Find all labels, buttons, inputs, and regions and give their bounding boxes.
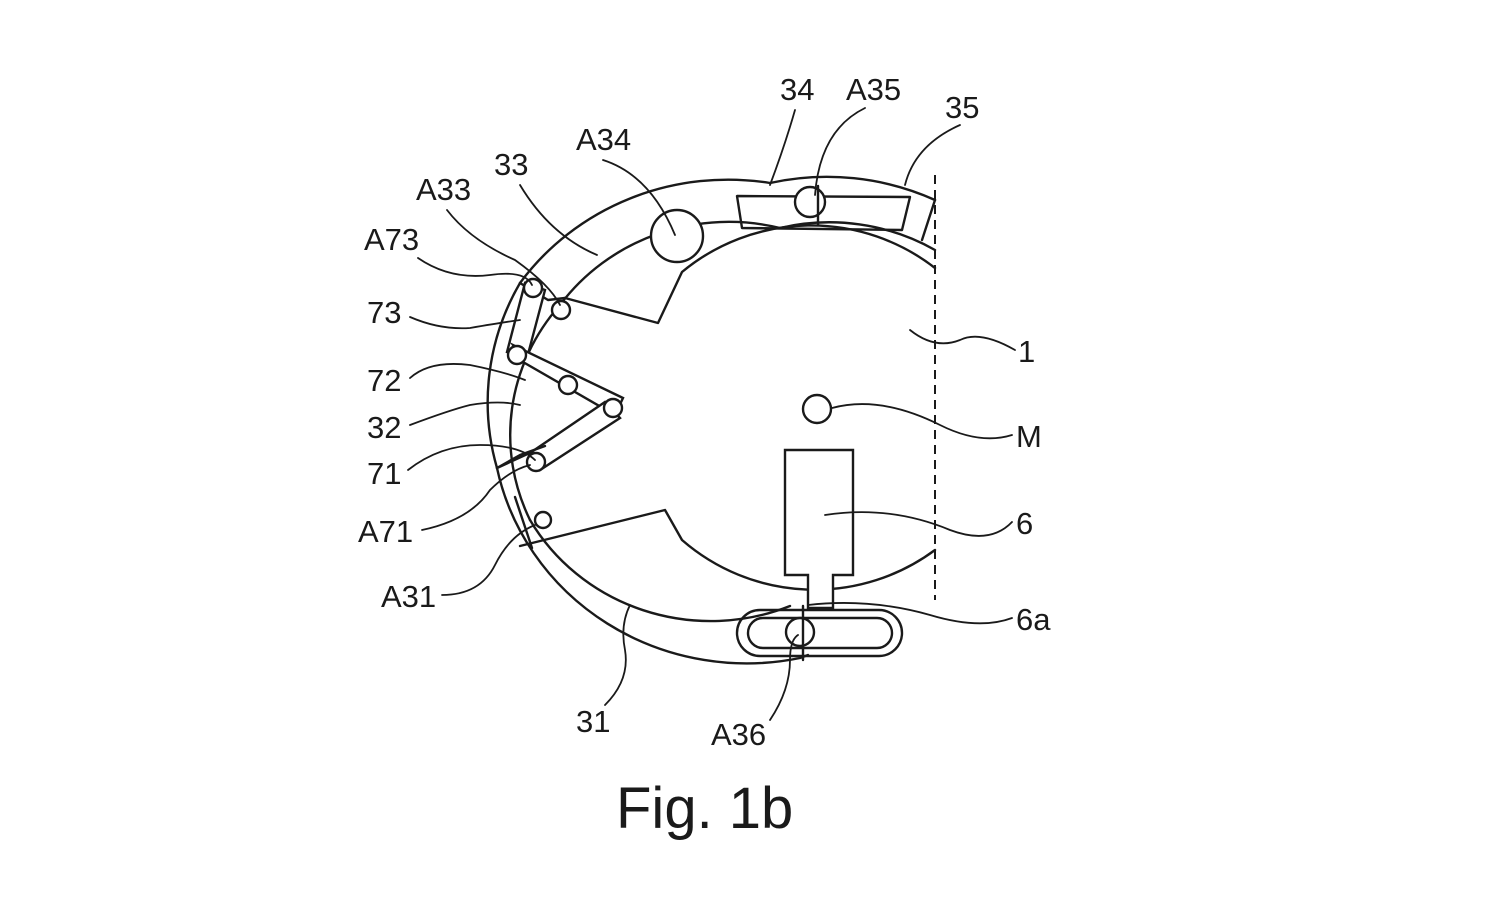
slot-A36-inner bbox=[746, 616, 894, 650]
pivot-A33 bbox=[550, 299, 572, 321]
label-A71: A71 bbox=[358, 514, 413, 549]
leader-A34 bbox=[602, 159, 676, 236]
leader-72 bbox=[409, 363, 526, 381]
slot-A36-outer bbox=[735, 608, 904, 658]
label-34: 34 bbox=[780, 72, 814, 107]
leader-1 bbox=[909, 329, 1016, 351]
label-A35: A35 bbox=[846, 72, 901, 107]
slot-34 bbox=[735, 194, 912, 232]
leader-6a bbox=[807, 602, 1013, 625]
label-32: 32 bbox=[367, 410, 401, 445]
figure-caption: Fig. 1b bbox=[616, 776, 793, 841]
label-35: 35 bbox=[945, 90, 979, 125]
center-M bbox=[801, 393, 833, 425]
leader-32 bbox=[409, 401, 521, 426]
ring-segment-35 bbox=[768, 175, 937, 252]
leader-71 bbox=[407, 444, 536, 471]
leader-A71 bbox=[421, 464, 531, 531]
leader-A73 bbox=[417, 257, 533, 286]
pivot-A31 bbox=[533, 510, 553, 530]
leader-A31 bbox=[441, 524, 536, 596]
pivot-73-72 bbox=[506, 344, 528, 366]
leader-33 bbox=[519, 184, 598, 256]
label-31: 31 bbox=[576, 704, 610, 739]
label-A73: A73 bbox=[364, 222, 419, 257]
leader-6 bbox=[824, 511, 1013, 537]
label-A33: A33 bbox=[416, 172, 471, 207]
leader-73 bbox=[409, 316, 521, 330]
link-71-plate bbox=[495, 444, 547, 470]
ring-segment-31 bbox=[495, 466, 810, 665]
roller-A34 bbox=[649, 208, 705, 264]
label-M: M bbox=[1016, 419, 1042, 454]
leader-A36 bbox=[769, 634, 799, 721]
label-6a: 6a bbox=[1016, 602, 1051, 637]
leader-34 bbox=[769, 109, 796, 186]
leader-31 bbox=[604, 604, 631, 706]
label-72: 72 bbox=[367, 363, 401, 398]
label-33: 33 bbox=[494, 147, 528, 182]
pivot-72-71 bbox=[602, 397, 624, 419]
leader-A33 bbox=[446, 209, 561, 306]
label-71: 71 bbox=[367, 456, 401, 491]
pin-A36 bbox=[784, 616, 816, 648]
leader-35 bbox=[904, 124, 961, 186]
pivot-72-mid bbox=[557, 374, 579, 396]
label-A36: A36 bbox=[711, 717, 766, 752]
pivot-A73 bbox=[522, 277, 544, 299]
leader-M bbox=[831, 403, 1013, 440]
label-A34: A34 bbox=[576, 122, 631, 157]
label-6: 6 bbox=[1016, 506, 1033, 541]
component-6 bbox=[783, 448, 855, 610]
label-73: 73 bbox=[367, 295, 401, 330]
label-A31: A31 bbox=[381, 579, 436, 614]
segment-35-end bbox=[920, 198, 937, 242]
leader-A35 bbox=[814, 107, 866, 196]
ring-segment-33 bbox=[518, 178, 782, 307]
label-1: 1 bbox=[1018, 334, 1035, 369]
pin-A35 bbox=[793, 185, 827, 219]
